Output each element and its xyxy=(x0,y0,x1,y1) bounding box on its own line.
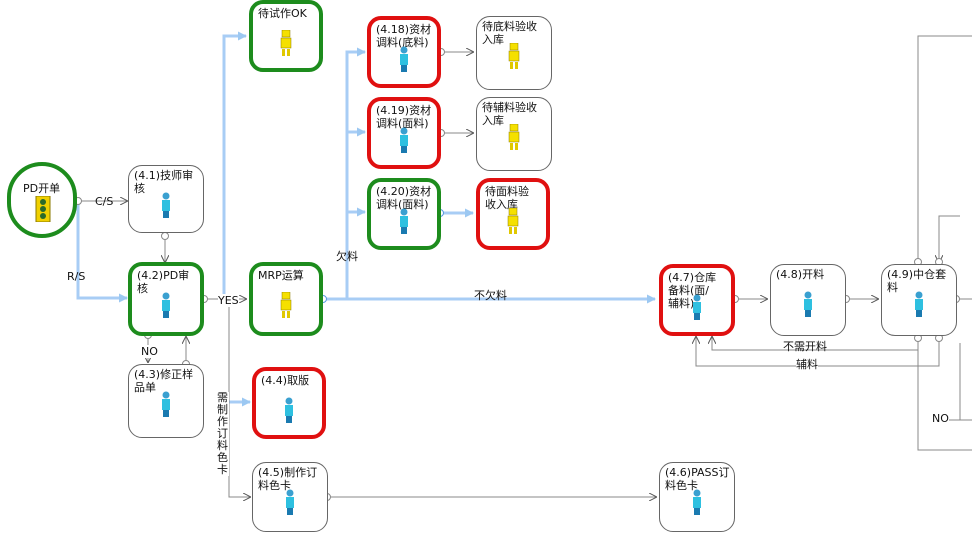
node-4-2[interactable]: (4.2)PD审 核 xyxy=(128,262,204,336)
edge-right-bottom xyxy=(917,350,972,451)
person-icon xyxy=(400,208,408,234)
edge-label-no-shortage: 不欠料 xyxy=(474,289,507,302)
node-label: (4.18)资材 调料(底料) xyxy=(376,23,432,49)
node-label: (4.1)技师审 核 xyxy=(134,169,194,195)
edge-label-no: NO xyxy=(141,345,158,358)
person-icon xyxy=(693,489,701,515)
node-label: (4.7)仓库 备料(面/ 辅料) xyxy=(668,271,717,310)
edge-label-shortage: 欠料 xyxy=(336,250,358,263)
node-wait-aux[interactable]: 待辅料验收 入库 xyxy=(476,97,552,171)
node-label: (4.19)资材 调料(面料) xyxy=(376,104,432,130)
node-4-5[interactable]: (4.5)制作订 料色卡 xyxy=(252,462,328,532)
node-label: (4.9)中仓套 料 xyxy=(887,268,947,294)
person-icon xyxy=(162,292,170,318)
node-label: 待辅料验收 入库 xyxy=(482,101,537,127)
node-wait-test[interactable]: 待试作OK xyxy=(249,0,323,72)
node-4-19[interactable]: (4.19)资材 调料(面料) xyxy=(367,97,441,169)
node-label: (4.6)PASS订 料色卡 xyxy=(665,466,730,492)
node-4-18[interactable]: (4.18)资材 调料(底料) xyxy=(367,16,441,88)
person-icon xyxy=(693,294,701,320)
robot-icon xyxy=(508,124,520,150)
node-4-3[interactable]: (4.3)修正样 品单 xyxy=(128,364,204,438)
edge-to-wait-test xyxy=(222,31,247,296)
node-label: (4.2)PD审 核 xyxy=(137,269,190,295)
edge-label-rs: R/S xyxy=(67,270,86,283)
node-wait-face[interactable]: 待面料验 收入库 xyxy=(476,178,550,250)
person-icon xyxy=(804,291,812,317)
robot-icon xyxy=(280,30,292,56)
robot-icon xyxy=(508,43,520,69)
node-mrp[interactable]: MRP运算 xyxy=(249,262,323,336)
robot-icon xyxy=(280,292,292,318)
person-icon xyxy=(162,192,170,218)
edge-label-yes: YES xyxy=(218,294,239,307)
edge-label-cs: C/S xyxy=(95,195,114,208)
node-4-20[interactable]: (4.20)资材 调料(面料) xyxy=(367,178,441,250)
node-4-6[interactable]: (4.6)PASS订 料色卡 xyxy=(659,462,735,532)
node-label: (4.3)修正样 品单 xyxy=(134,368,194,394)
edge-rs xyxy=(76,201,128,303)
person-icon xyxy=(162,391,170,417)
traffic-light-icon xyxy=(35,196,51,222)
node-label: (4.20)资材 调料(面料) xyxy=(376,185,432,211)
edge-label-no-right: NO xyxy=(932,412,949,425)
person-icon xyxy=(915,291,923,317)
edge-right-branch xyxy=(959,343,972,421)
node-label: 待试作OK xyxy=(258,7,307,20)
node-4-4[interactable]: (4.4)取版 xyxy=(252,367,326,439)
node-label: (4.4)取版 xyxy=(261,374,310,387)
person-icon xyxy=(400,127,408,153)
node-label: (4.5)制作订 料色卡 xyxy=(258,466,318,492)
robot-icon xyxy=(507,208,519,234)
node-4-8[interactable]: (4.8)开料 xyxy=(770,264,846,336)
edge-label-no-cutting: 不需开料 xyxy=(783,340,827,353)
edge-label-need-card: 需 制 作 订 料 色 卡 xyxy=(217,391,229,476)
edge-need-card xyxy=(228,299,250,497)
node-4-7[interactable]: (4.7)仓库 备料(面/ 辅料) xyxy=(659,264,735,336)
person-icon xyxy=(400,46,408,72)
node-label: 待底料验收 入库 xyxy=(482,20,537,46)
edge-shortage-418 xyxy=(345,47,366,299)
person-icon xyxy=(286,489,294,515)
node-pd-open[interactable]: PD开单 xyxy=(7,162,77,238)
node-4-1[interactable]: (4.1)技师审 核 xyxy=(128,165,204,233)
edge-49-up xyxy=(917,35,972,262)
node-wait-base[interactable]: 待底料验收 入库 xyxy=(476,16,552,90)
person-icon xyxy=(285,397,293,423)
node-label: PD开单 xyxy=(23,182,61,195)
edge-label-auxiliary: 辅料 xyxy=(796,356,818,372)
node-label: (4.8)开料 xyxy=(776,268,825,281)
node-label: MRP运算 xyxy=(258,269,304,282)
edge-in-49 xyxy=(939,215,960,262)
node-4-9[interactable]: (4.9)中仓套 料 xyxy=(881,264,957,336)
